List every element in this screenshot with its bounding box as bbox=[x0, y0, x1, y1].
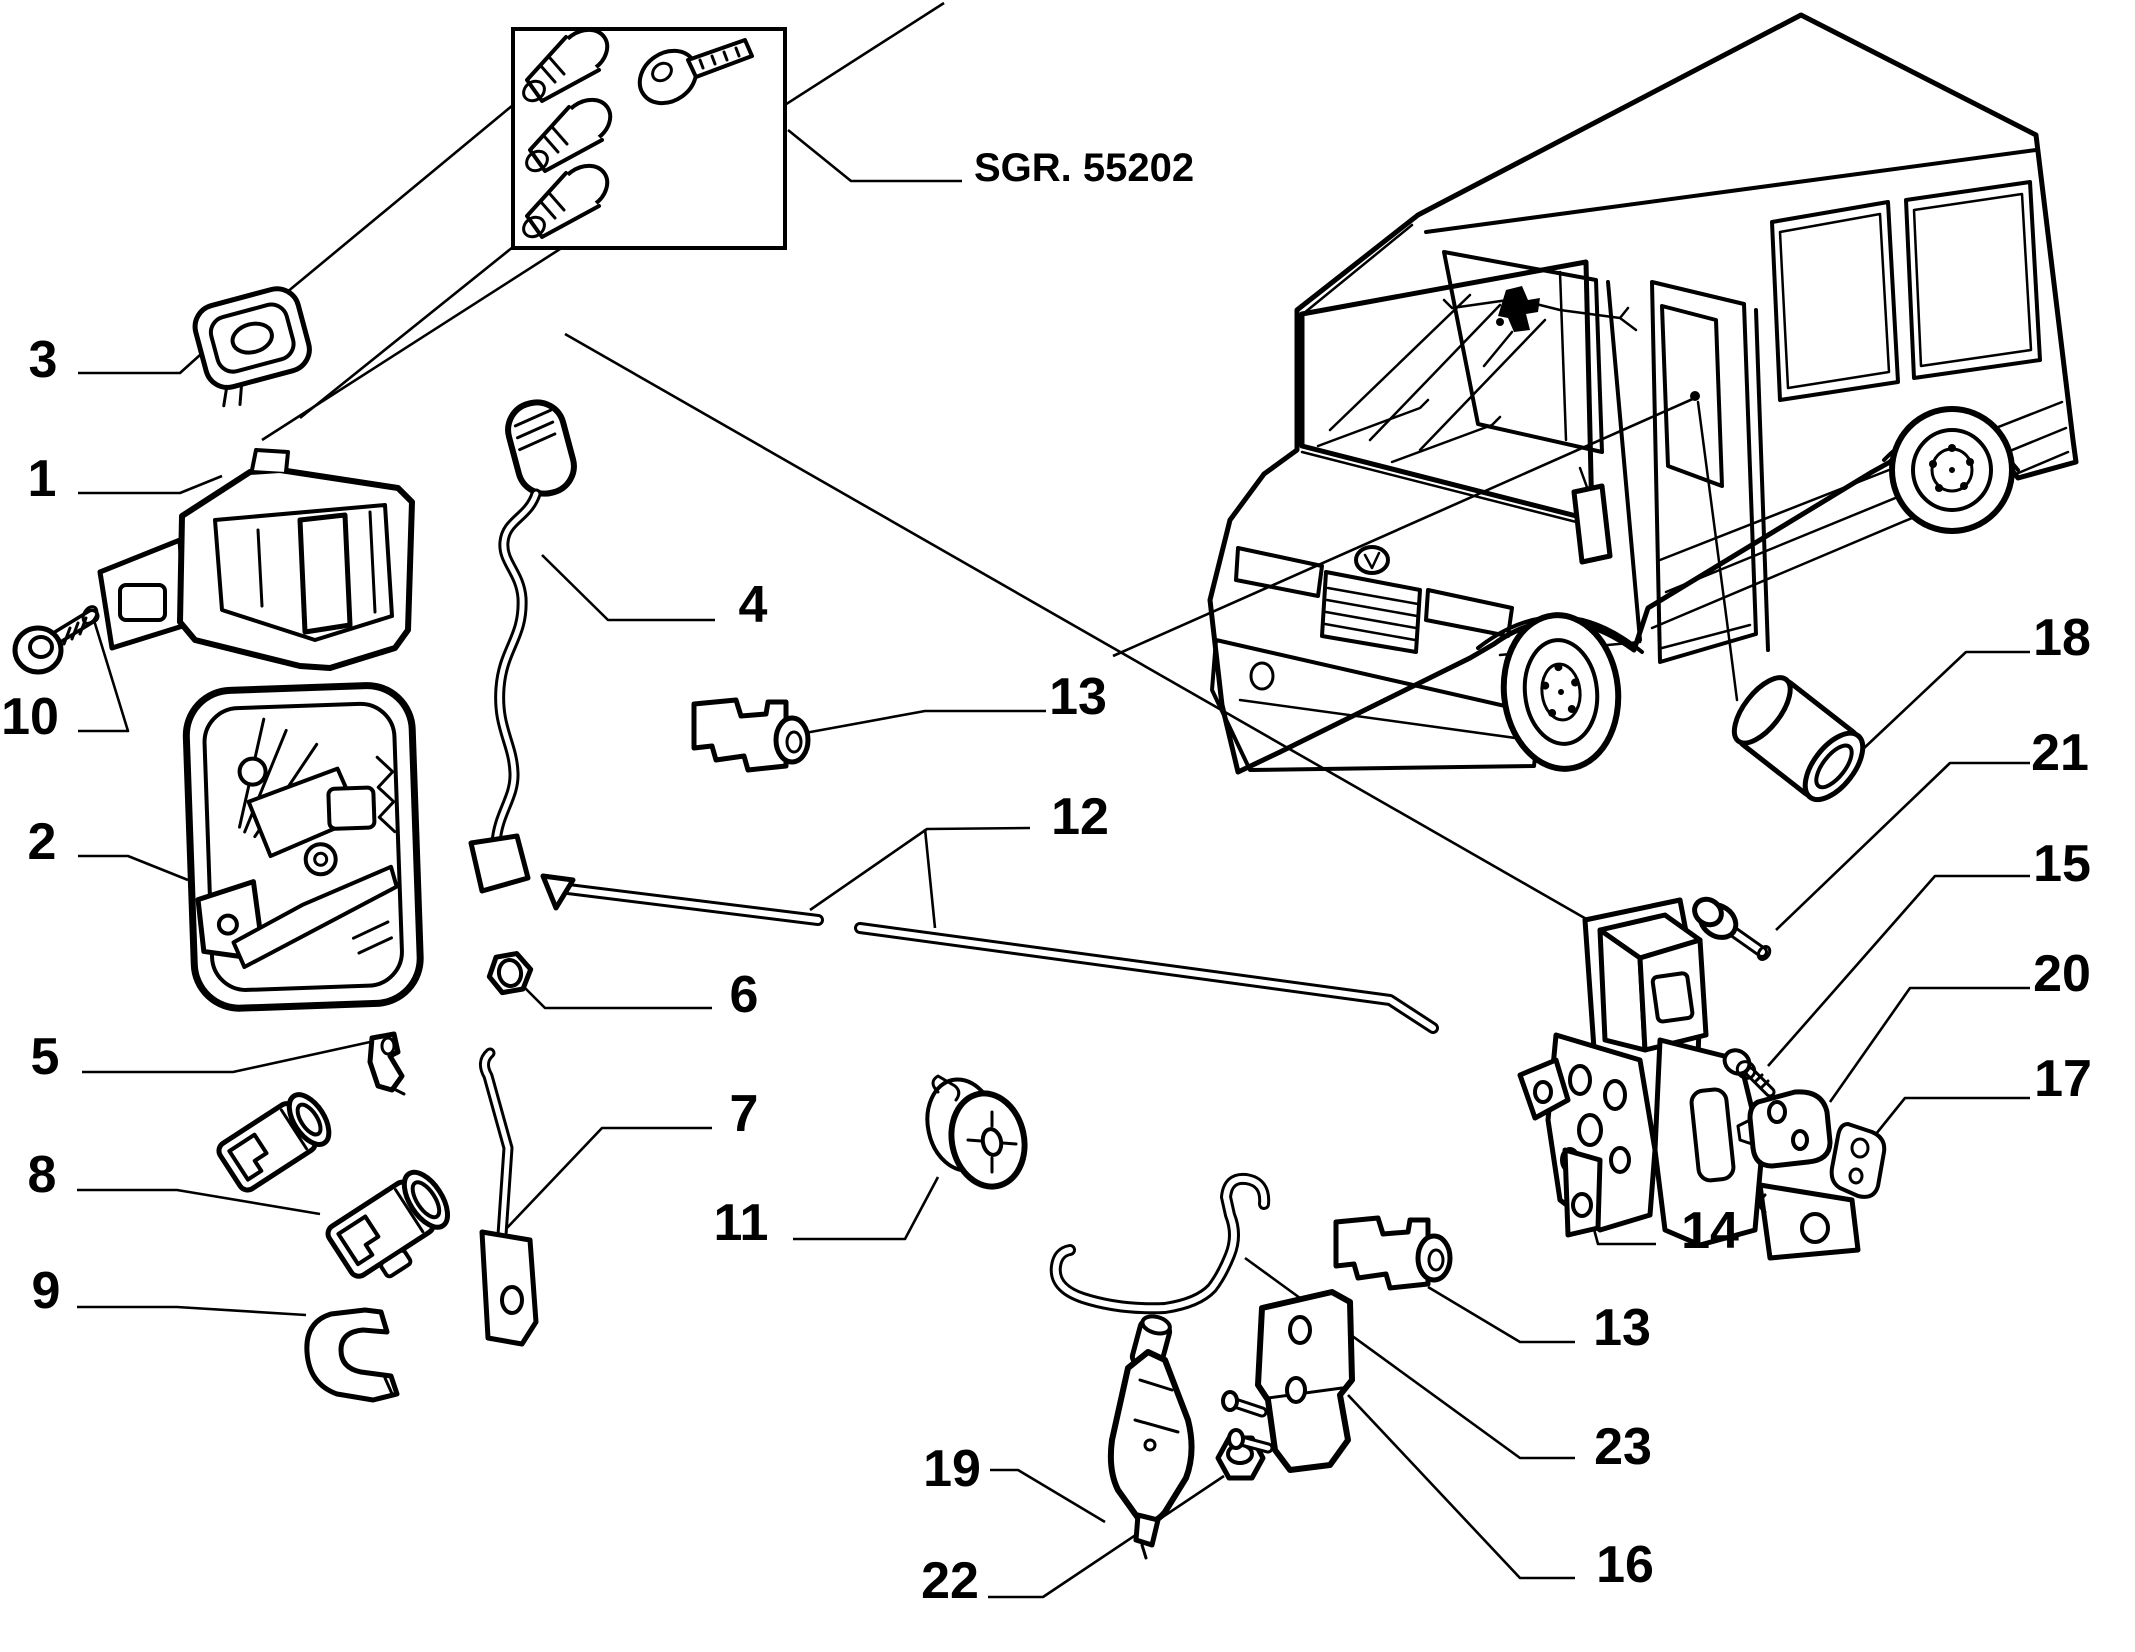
rear-wheel bbox=[1889, 406, 2015, 534]
callout-14: 14 bbox=[1681, 1202, 1739, 1260]
key-set-box bbox=[511, 27, 787, 250]
part-21-bolt-washer bbox=[1692, 896, 1772, 961]
callout-11: 11 bbox=[714, 1194, 769, 1252]
part-9-retaining-clip bbox=[304, 1307, 400, 1403]
part-7-latch-rod bbox=[479, 1047, 539, 1347]
part-6-nut bbox=[486, 951, 534, 996]
door-mirror bbox=[1571, 483, 1613, 565]
headlight-right bbox=[1424, 588, 1514, 638]
lock-cylinder-3 bbox=[522, 163, 610, 239]
callout-7: 7 bbox=[730, 1085, 759, 1143]
part-2-handle-mechanism-plate bbox=[182, 682, 424, 1012]
callout-4: 4 bbox=[739, 576, 768, 634]
callout-22: 22 bbox=[921, 1552, 979, 1610]
callout-10: 10 bbox=[1, 688, 59, 746]
callout-15: 15 bbox=[2033, 835, 2091, 893]
callout-1: 1 bbox=[28, 450, 57, 508]
part-1-interior-door-handle bbox=[97, 448, 415, 671]
part-11-rod-grommet bbox=[925, 1074, 1028, 1190]
brand-badge bbox=[1354, 545, 1390, 575]
van-illustration bbox=[1207, 12, 2079, 775]
part-3-handle-bezel bbox=[192, 286, 312, 408]
part-13b-rod-clip bbox=[1336, 1218, 1450, 1288]
part-4-lock-knob-rod bbox=[468, 399, 577, 894]
roof-gutter-line bbox=[1424, 148, 2038, 234]
front-bumper bbox=[1210, 638, 1542, 772]
part-17-shim-gasket bbox=[1829, 1122, 1887, 1199]
reference-label: SGR. 55202 bbox=[974, 146, 1194, 190]
grille bbox=[1320, 570, 1422, 654]
leader-lines bbox=[77, 128, 2030, 1599]
sliding-door bbox=[1650, 280, 1758, 664]
key bbox=[637, 38, 754, 106]
callout-labels: SGR. 55202 3 1 10 2 5 8 9 4 13 12 6 7 11… bbox=[1, 146, 2092, 1610]
part-18-cylinder-sleeve bbox=[1731, 675, 1866, 802]
callout-17: 17 bbox=[2034, 1050, 2092, 1108]
lock-harness-mark bbox=[1442, 286, 1638, 368]
lock-cylinder-2 bbox=[525, 97, 613, 173]
part-10-bolt bbox=[12, 605, 100, 675]
part-23-link-hook bbox=[1049, 1172, 1271, 1315]
part-8-lock-cylinders bbox=[216, 1092, 451, 1279]
headlight-left bbox=[1234, 546, 1324, 598]
callout-16: 16 bbox=[1596, 1536, 1654, 1594]
part-19-lock-actuator bbox=[1107, 1314, 1195, 1560]
part-20-lock-gasket bbox=[1736, 1089, 1833, 1169]
callout-8: 8 bbox=[28, 1146, 57, 1204]
part-16-striker-plate bbox=[1221, 1289, 1355, 1473]
callout-12: 12 bbox=[1051, 788, 1109, 846]
callout-23: 23 bbox=[1594, 1418, 1652, 1476]
part-12-control-rod bbox=[540, 873, 1439, 1034]
callout-6: 6 bbox=[730, 966, 759, 1024]
callout-13a: 13 bbox=[1049, 668, 1107, 726]
lock-cylinder-1 bbox=[522, 27, 610, 103]
callout-5: 5 bbox=[31, 1028, 60, 1086]
callout-3: 3 bbox=[29, 331, 58, 389]
callout-9: 9 bbox=[32, 1262, 61, 1320]
callout-21: 21 bbox=[2031, 724, 2089, 782]
callout-13b: 13 bbox=[1593, 1299, 1651, 1357]
part-13a-rod-clip bbox=[694, 700, 808, 770]
callout-19: 19 bbox=[923, 1440, 981, 1498]
part-15-screw bbox=[1722, 1048, 1776, 1098]
callout-2: 2 bbox=[28, 813, 57, 871]
callout-20: 20 bbox=[2033, 945, 2091, 1003]
cab-window bbox=[1442, 250, 1604, 454]
callout-18: 18 bbox=[2033, 609, 2091, 667]
front-wheel bbox=[1500, 612, 1622, 772]
part-14-door-lock-assembly bbox=[1517, 897, 1861, 1261]
part-5-lock-lever bbox=[367, 1031, 406, 1096]
